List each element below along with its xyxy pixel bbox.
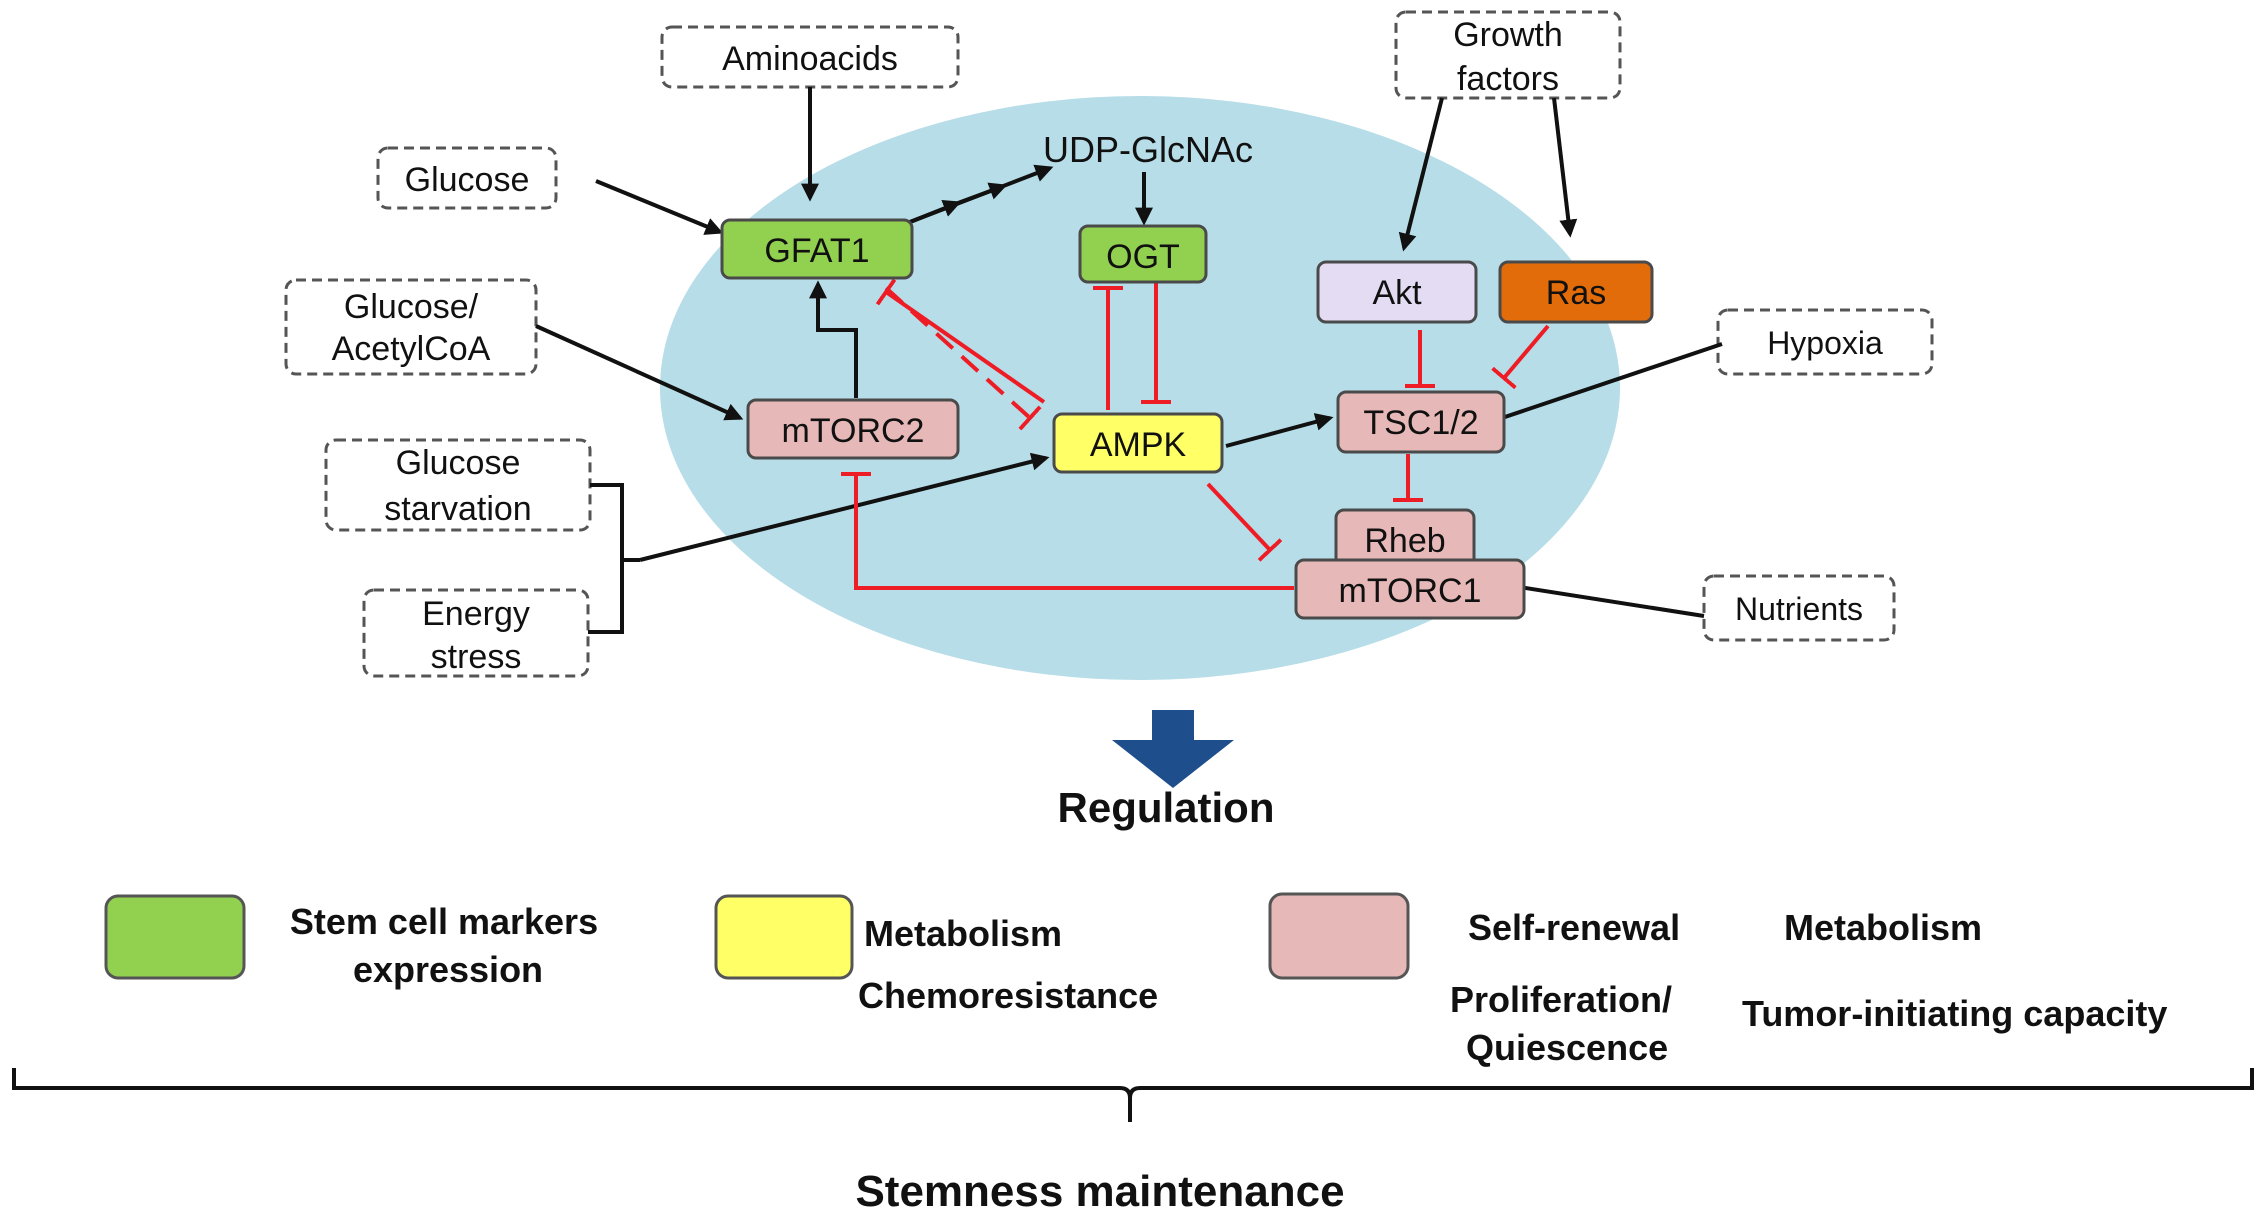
node-rheb-label: Rheb [1364,522,1445,560]
input-glucose-starvation-line2: starvation [384,490,531,528]
node-akt-label: Akt [1372,274,1422,312]
node-ogt-label: OGT [1106,238,1180,276]
legend-swatch-pink [1268,892,1410,980]
input-energy-stress: Energy stress [362,588,590,678]
input-bracket [588,483,640,634]
node-tsc12: TSC1/2 [1336,390,1506,454]
node-mtorc1-label: mTORC1 [1339,572,1482,610]
legend-pink-metabolism: Metabolism [1784,907,1982,948]
input-glucose-starvation-line1: Glucose [396,444,521,482]
input-growth-factors: Growth factors [1394,10,1622,100]
input-glucose-label: Glucose [405,161,530,199]
input-nutrients-label: Nutrients [1735,591,1863,627]
legend-yellow-line2: Chemoresistance [858,975,1158,1016]
legend-yellow-line1: Metabolism [864,913,1062,954]
node-ampk: AMPK [1052,412,1224,474]
arrow-gfat1-udp-glcnac-mid2 [957,182,1008,205]
regulation-label: Regulation [1058,784,1275,831]
node-gfat1-label: GFAT1 [764,232,869,270]
input-aminoacids: Aminoacids [660,25,960,89]
node-ras: Ras [1498,260,1654,324]
node-akt: Akt [1316,260,1478,324]
input-hypoxia: Hypoxia [1716,308,1934,376]
node-ogt: OGT [1078,224,1208,284]
input-nutrients: Nutrients [1702,574,1896,642]
input-growth-factors-line2: factors [1457,60,1559,98]
input-growth-factors-line1: Growth [1453,16,1563,54]
arrow-gfat1-udp-glcnac-mid1 [909,199,962,224]
input-aminoacids-label: Aminoacids [722,40,898,78]
arrow-stress-ampk [639,452,1050,562]
input-hypoxia-label: Hypoxia [1767,325,1883,361]
legend-green-line1: Stem cell markers [290,901,598,942]
node-mtorc1: mTORC1 [1294,558,1526,620]
legend-green-line2: expression [353,949,543,990]
node-tsc12-label: TSC1/2 [1363,404,1478,442]
input-energy-stress-line2: stress [431,638,522,676]
inhibit-ampk-mtorc1 [1206,482,1283,562]
arrow-glucose-gfat1 [595,179,724,235]
input-glucose-starvation: Glucose starvation [324,438,592,532]
arrow-growth-factors-ras [1552,97,1578,238]
node-udp-glcnac: UDP-GlcNAc [1043,129,1253,170]
arrow-nutrients-mtorc1 [1496,577,1705,618]
arrow-ampk-tsc12 [1225,413,1334,448]
inhibit-mtorc1-mtorc2 [841,472,1294,590]
arrow-mtorc2-gfat1 [809,280,858,398]
legend-pink-proliferation-line1: Proliferation/ [1450,979,1672,1020]
legend-pink-tumor-initiating: Tumor-initiating capacity [1742,993,2167,1034]
node-ampk-label: AMPK [1090,426,1187,464]
bottom-brace [12,1068,2254,1122]
input-energy-stress-line1: Energy [422,595,530,633]
legend-pink-self-renewal: Self-renewal [1468,907,1680,948]
input-glucose-acetylcoa-line1: Glucose/ [344,288,479,326]
node-mtorc2-label: mTORC2 [782,412,925,450]
footer-title: Stemness maintenance [855,1167,1344,1216]
regulation-arrow [1112,710,1234,788]
node-ras-label: Ras [1546,274,1606,312]
input-glucose-acetylcoa: Glucose/ AcetylCoA [284,278,538,376]
inhibit-ras-tsc12 [1491,324,1550,390]
arrow-glucose-acetylcoa-mtorc2 [535,324,744,421]
node-mtorc2: mTORC2 [746,398,960,460]
legend-pink-proliferation-line2: Quiescence [1466,1027,1668,1068]
legend-swatch-yellow [714,894,854,980]
input-glucose-acetylcoa-line2: AcetylCoA [332,330,491,368]
arrow-growth-factors-akt [1398,97,1444,252]
legend-swatch-green [104,894,246,980]
arrow-hypoxia-tsc12 [1480,342,1723,428]
input-glucose: Glucose [376,146,558,210]
node-gfat1: GFAT1 [720,218,914,280]
node-rheb: Rheb [1334,508,1476,570]
